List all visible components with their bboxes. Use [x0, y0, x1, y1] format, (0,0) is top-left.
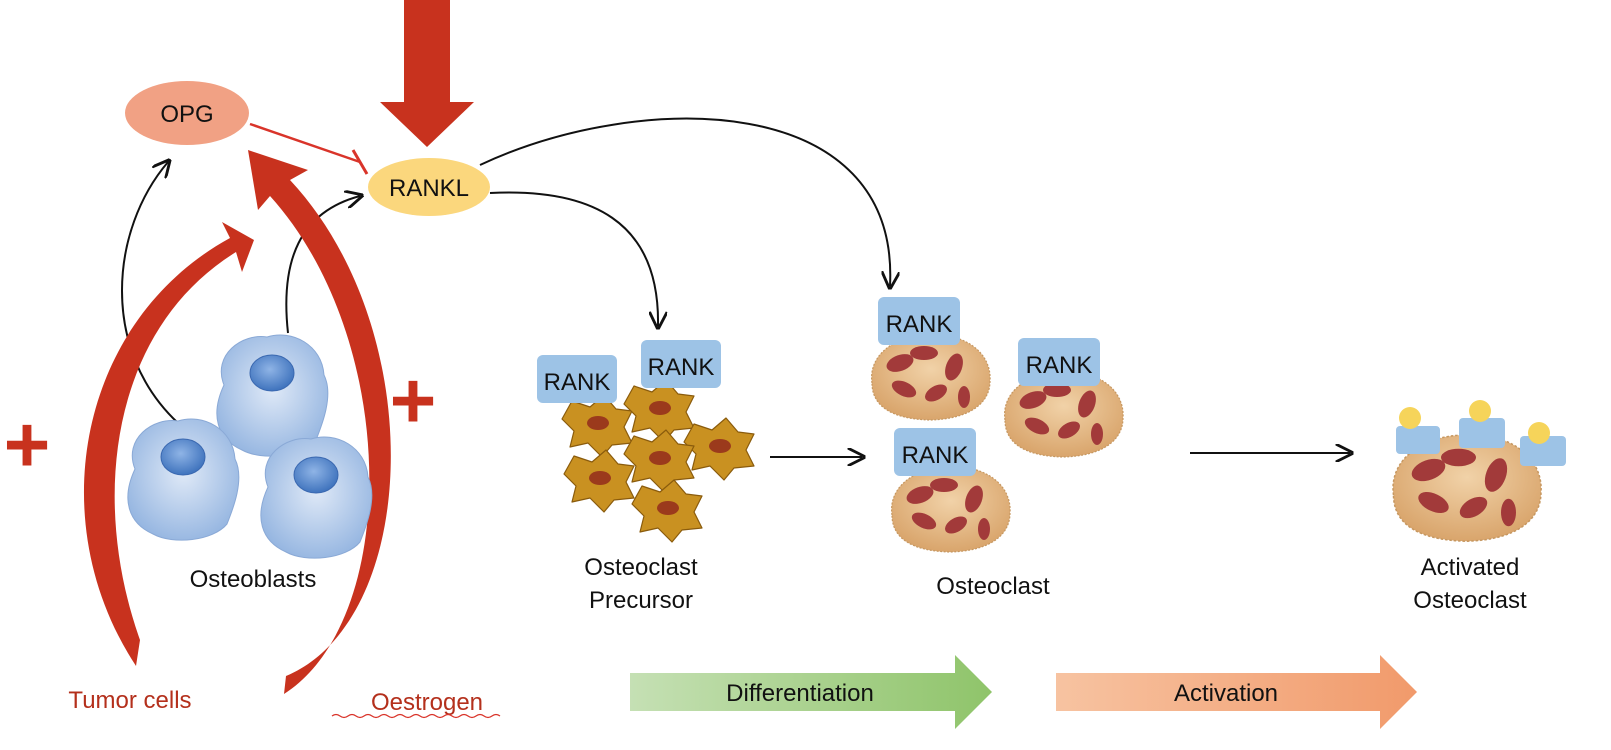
plus-sign-oestrogen: +	[390, 356, 437, 445]
rank-label: RANK	[902, 442, 969, 469]
precursor-cell	[683, 417, 755, 481]
inhibition-bar	[351, 149, 369, 175]
osteoblast-cell	[260, 436, 373, 559]
opg-label: OPG	[160, 101, 213, 128]
arrow-rankl-to-precursor	[489, 191, 658, 326]
rankl-label: RANKL	[389, 175, 469, 202]
rank-receptor	[1459, 418, 1505, 448]
precursor-cell	[623, 379, 695, 443]
osteoclast-label: Osteoclast	[936, 573, 1050, 600]
opg-inhibition-line	[249, 122, 361, 164]
activated-label-line2: Osteoclast	[1413, 587, 1527, 614]
arrow-rankl-to-osteoclast	[479, 117, 890, 286]
rankl-node	[368, 158, 490, 216]
activation-stage-arrow	[1056, 655, 1417, 729]
input-arrow	[380, 0, 474, 147]
rankl-ligand	[1528, 422, 1550, 444]
rank-receptor	[1396, 426, 1440, 454]
osteoblasts-label: Osteoblasts	[190, 566, 317, 593]
rankl-ligand	[1469, 400, 1491, 422]
osteoclast-cell	[871, 334, 991, 421]
differentiation-label: Differentiation	[726, 680, 874, 707]
rank-receptor	[894, 428, 976, 476]
tumor-curved-arrow	[83, 222, 254, 666]
precursor-cell	[631, 479, 703, 543]
rank-receptor	[1018, 338, 1100, 386]
rank-label: RANK	[886, 311, 953, 338]
oestrogen-curved-arrow	[248, 150, 391, 694]
activation-label: Activation	[1174, 680, 1278, 707]
osteoclast-cell	[891, 466, 1011, 553]
differentiation-stage-arrow	[630, 655, 992, 729]
arrow-osteoblast-to-opg	[121, 162, 179, 424]
osteoblast-cell	[127, 418, 240, 541]
oestrogen-underline	[331, 713, 501, 719]
rank-receptor	[641, 340, 721, 388]
precursor-label-line2: Precursor	[589, 587, 693, 614]
tumor-cells-label: Tumor cells	[68, 687, 191, 714]
oestrogen-label: Oestrogen	[371, 689, 483, 716]
rank-receptor	[537, 355, 617, 403]
precursor-cell	[561, 394, 633, 458]
rank-label: RANK	[544, 369, 611, 396]
opg-node	[125, 81, 249, 145]
rank-label: RANK	[1026, 352, 1093, 379]
rank-receptor	[1520, 436, 1566, 466]
rank-label: RANK	[648, 354, 715, 381]
precursor-cell	[563, 449, 635, 513]
arrow-osteoblast-to-rankl	[285, 196, 360, 334]
osteoblast-cell	[216, 334, 329, 457]
rankl-ligand	[1399, 407, 1421, 429]
precursor-label-line1: Osteoclast	[584, 554, 698, 581]
plus-sign-tumor: +	[4, 400, 51, 489]
rank-receptor	[878, 297, 960, 345]
activated-label-line1: Activated	[1421, 554, 1520, 581]
precursor-cell	[623, 429, 695, 493]
